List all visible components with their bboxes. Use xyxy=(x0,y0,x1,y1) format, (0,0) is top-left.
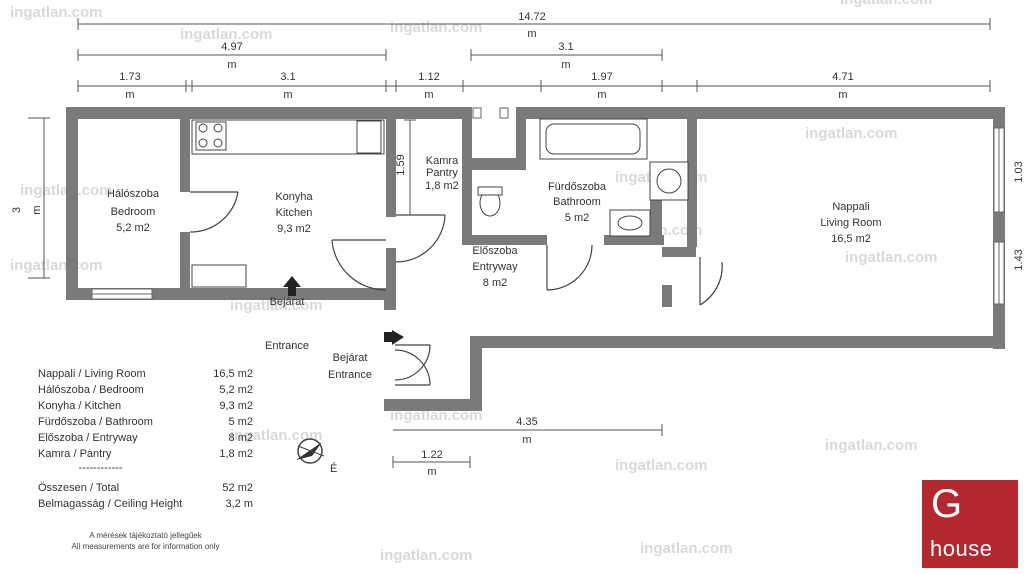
dim-unit: m xyxy=(561,59,570,71)
entryway-hu: Előszoba xyxy=(472,245,518,257)
watermark: ingatlan.com xyxy=(390,19,483,36)
watermark: ingatlan.com xyxy=(230,427,323,444)
living-hu: Nappali xyxy=(832,201,869,213)
dim-unit: m xyxy=(527,28,536,40)
living-area: 16,5 m2 xyxy=(831,233,871,245)
entryway-en: Entryway xyxy=(472,261,518,273)
dim-unit: m xyxy=(424,89,433,101)
dim-unit: m xyxy=(125,89,134,101)
dim-unit: m xyxy=(838,89,847,101)
note-hu: A mérések tájékoztató jellegűek xyxy=(89,531,202,540)
pantry-area: 1,8 m2 xyxy=(425,180,459,192)
dim-sub-3: 1.12 xyxy=(418,71,439,83)
logo-word: house xyxy=(930,536,993,561)
dim-bottom-1: 4.35 xyxy=(516,416,537,428)
bedroom-hu: Hálószoba xyxy=(107,188,160,200)
measurement-note: A mérések tájékoztató jellegűek All meas… xyxy=(38,530,253,552)
bedroom-area: 5,2 m2 xyxy=(116,222,150,234)
bathroom-area: 5 m2 xyxy=(565,212,589,224)
bathroom-hu: Fürdőszoba xyxy=(548,181,607,193)
entrance-1-hu: Bejárat xyxy=(270,296,305,308)
bedroom-en: Bedroom xyxy=(111,206,156,218)
watermark: ingatlan.com xyxy=(390,407,483,424)
watermark: ingatlan.com xyxy=(840,0,933,8)
dim-right-bottom: 1.43 xyxy=(1013,249,1024,270)
ghouse-logo: G house xyxy=(922,480,1018,568)
legend-separator: ------------ xyxy=(78,462,123,474)
dim-unit: m xyxy=(427,466,436,478)
kitchen-hu: Konyha xyxy=(275,191,313,203)
watermark: ingatlan.com xyxy=(10,257,103,274)
pantry-en: Pantry xyxy=(426,167,458,179)
logo-letter: G xyxy=(931,482,963,526)
windows xyxy=(91,107,1005,305)
watermark: ingatlan.com xyxy=(10,4,103,21)
entrance-2-en: Entrance xyxy=(328,369,372,381)
living-en: Living Room xyxy=(820,217,881,229)
dim-sub-5: 4.71 xyxy=(832,71,853,83)
watermark: ingatlan.com xyxy=(615,457,708,474)
watermark: ingatlan.com xyxy=(640,540,733,557)
dim-unit: m xyxy=(227,59,236,71)
kitchen-en: Kitchen xyxy=(276,207,313,219)
dimension-labels: 14.72 m 4.97 m 3.1 m 1.73 m 3.1 m 1.12 m… xyxy=(11,11,1024,478)
dim-sub-1: 1.73 xyxy=(119,71,140,83)
doors xyxy=(189,191,723,386)
pantry-hu: Kamra xyxy=(426,155,459,167)
dim-unit: m xyxy=(283,89,292,101)
entrance-2-hu: Bejárat xyxy=(333,352,368,364)
dim-sub-2: 3.1 xyxy=(280,71,295,83)
dim-pantry-h: 1.59 xyxy=(395,154,407,175)
dim-seg-b: 3.1 xyxy=(558,41,573,53)
watermark: ingatlan.com xyxy=(805,125,898,142)
dim-seg-a: 4.97 xyxy=(221,41,242,53)
dim-total: 14.72 xyxy=(518,11,546,23)
dimension-lines xyxy=(28,18,991,468)
dim-right-top: 1.03 xyxy=(1013,161,1024,182)
compass-label: É xyxy=(330,462,337,475)
dim-height-left: 3 xyxy=(11,207,23,213)
dim-sub-4: 1.97 xyxy=(591,71,612,83)
bathroom-en: Bathroom xyxy=(553,196,601,208)
compass-icon: É xyxy=(296,438,337,475)
watermark: ingatlan.com xyxy=(180,26,273,43)
entrance-1-en: Entrance xyxy=(265,340,309,352)
dim-unit: m xyxy=(522,434,531,446)
dim-unit: m xyxy=(597,89,606,101)
kitchen-area: 9,3 m2 xyxy=(277,223,311,235)
dim-bottom-2: 1.22 xyxy=(421,449,442,461)
watermark: ingatlan.com xyxy=(380,547,473,564)
room-labels: Hálószoba Bedroom 5,2 m2 Konyha Kitchen … xyxy=(107,155,882,381)
watermark: ingatlan.com xyxy=(845,249,938,266)
entryway-area: 8 m2 xyxy=(483,277,507,289)
watermark: ingatlan.com xyxy=(825,437,918,454)
fixtures xyxy=(191,118,689,288)
watermark: ingatlan.com xyxy=(230,297,323,314)
note-en: All measurements are for information onl… xyxy=(71,542,220,551)
dim-unit: m xyxy=(31,205,43,214)
entrance-arrows xyxy=(283,276,404,345)
